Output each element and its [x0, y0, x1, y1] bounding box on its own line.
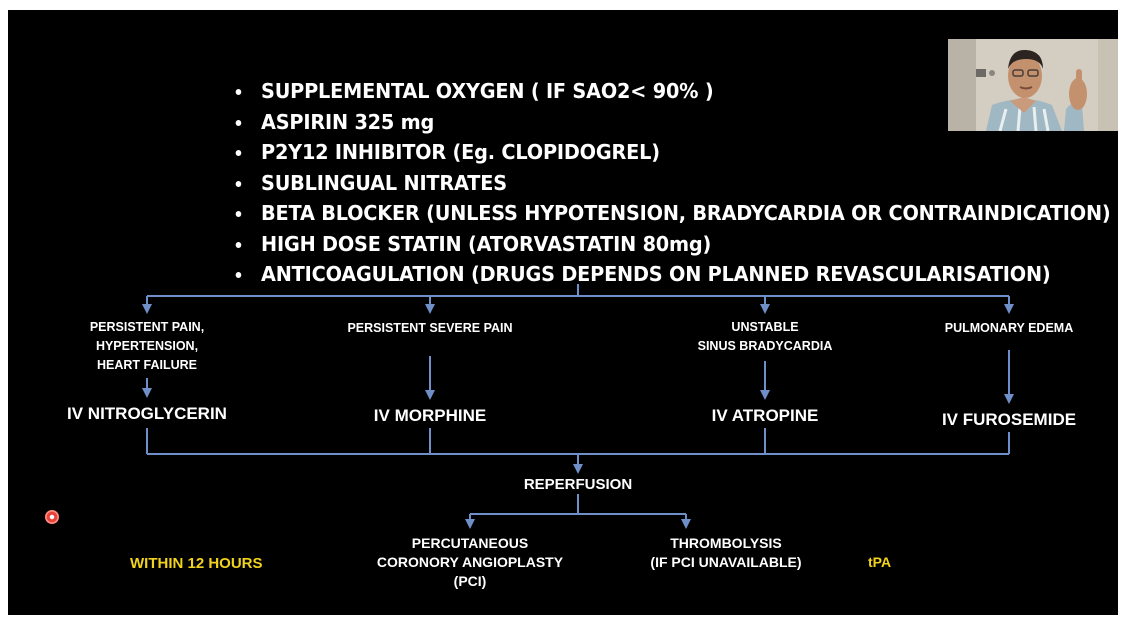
option-line: (PCI) — [453, 573, 487, 589]
condition-label: UNSTABLE SINUS BRADYCARDIA — [665, 318, 865, 356]
bullet-item: SUPPLEMENTAL OXYGEN ( IF SAO2< 90% ) — [230, 76, 1111, 107]
condition-line: SINUS BRADYCARDIA — [697, 339, 833, 353]
record-dot-icon — [45, 510, 59, 524]
condition-label: PULMONARY EDEMA — [919, 319, 1099, 338]
option-line: CORONORY ANGIOPLASTY — [376, 554, 564, 570]
drug-label: IV NITROGLYCERIN — [67, 404, 227, 423]
bullet-item: ANTICOAGULATION (DRUGS DEPENDS ON PLANNE… — [230, 259, 1111, 290]
option-line: PERCUTANEOUS — [411, 535, 529, 551]
presenter-video-icon — [948, 39, 1118, 131]
slide: SUPPLEMENTAL OXYGEN ( IF SAO2< 90% ) ASP… — [8, 10, 1118, 615]
condition-line: PULMONARY EDEMA — [944, 321, 1074, 335]
drug-label: IV FUROSEMIDE — [941, 410, 1077, 429]
condition-line: PERSISTENT PAIN, — [89, 320, 205, 334]
reperfusion-label: REPERFUSION — [523, 476, 633, 493]
drug-label: IV MORPHINE — [373, 406, 487, 425]
bullet-item: BETA BLOCKER (UNLESS HYPOTENSION, BRADYC… — [230, 198, 1111, 229]
time-window-note: WITHIN 12 HOURS — [130, 555, 263, 572]
option-line: THROMBOLYSIS — [670, 535, 782, 551]
drug-label: IV ATROPINE — [711, 406, 819, 425]
treatment-bullet-list: SUPPLEMENTAL OXYGEN ( IF SAO2< 90% ) ASP… — [230, 76, 1118, 290]
option-line: (IF PCI UNAVAILABLE) — [650, 554, 802, 570]
tpa-note: tPA — [868, 554, 892, 570]
webcam-thumbnail — [948, 39, 1118, 131]
bullet-item: HIGH DOSE STATIN (ATORVASTATIN 80mg) — [230, 229, 1111, 260]
condition-line: HYPERTENSION, — [95, 339, 199, 353]
condition-label: PERSISTENT SEVERE PAIN — [320, 319, 540, 338]
condition-line: UNSTABLE — [731, 320, 799, 334]
bullet-item: ASPIRIN 325 mg — [230, 107, 1111, 138]
condition-line: PERSISTENT SEVERE PAIN — [347, 321, 513, 335]
thrombolysis-label: THROMBOLYSIS (IF PCI UNAVAILABLE) — [606, 534, 846, 572]
bullet-item: SUBLINGUAL NITRATES — [230, 168, 1111, 199]
condition-line: HEART FAILURE — [97, 358, 197, 372]
condition-label: PERSISTENT PAIN, HYPERTENSION, HEART FAI… — [52, 318, 242, 375]
bullet-item: P2Y12 INHIBITOR (Eg. CLOPIDOGREL) — [230, 137, 1111, 168]
flowchart-connectors — [142, 284, 1014, 529]
pci-label: PERCUTANEOUS CORONORY ANGIOPLASTY (PCI) — [345, 534, 595, 591]
